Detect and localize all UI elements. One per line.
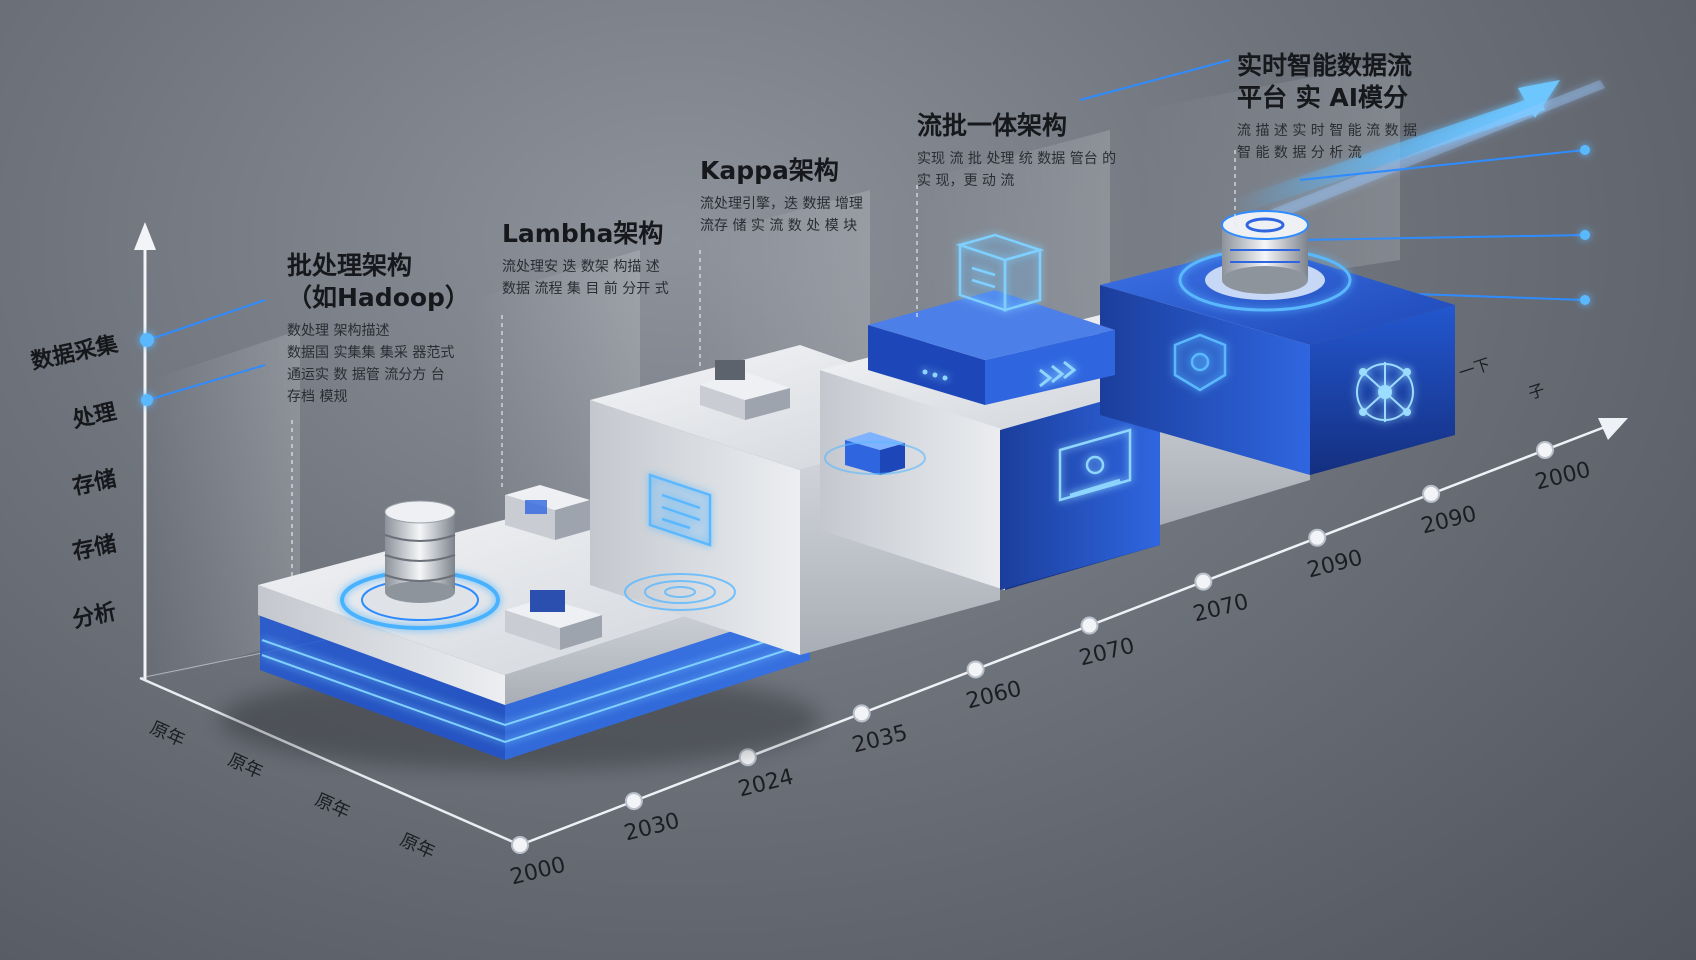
timeline-tick-dots <box>511 441 1554 854</box>
stage-desc-line: 流 描 述 实 时 智 能 流 数 据 <box>1237 123 1418 139</box>
stage-desc-line: 实现 流 批 处理 统 数据 管台 的 <box>917 151 1117 167</box>
stage-title: 流批一体架构 <box>917 111 1068 140</box>
timeline-tick-dot <box>1422 484 1441 503</box>
device-icon-lambda-1 <box>700 360 790 420</box>
stage-label-lambda: Lambha架构 流处理安 迭 数架 构描 述 数据 流程 集 目 前 分开 式 <box>502 218 772 300</box>
stage-description: 流处理安 迭 数架 构描 述 数据 流程 集 目 前 分开 式 <box>502 256 772 300</box>
stage-title: Kappa架构 <box>700 156 839 185</box>
neural-network-icon <box>1356 362 1414 422</box>
device-icon-lambda-2 <box>824 432 926 475</box>
device-icon-batch-2 <box>505 590 602 650</box>
stage-title: 实时智能数据流 <box>1237 51 1413 80</box>
y-axis <box>134 222 156 680</box>
hologram-cube-icon <box>955 233 1045 312</box>
stage-description: 实现 流 批 处理 统 数据 管台 的 实 现，更 动 流 <box>917 148 1187 192</box>
stage-desc-line: 数处理 架构描述 <box>287 323 390 339</box>
stage-desc-line: 存档 模规 <box>287 389 348 405</box>
stage-label-unified: 流批一体架构 实现 流 批 处理 统 数据 管台 的 实 现，更 动 流 <box>917 110 1187 192</box>
stage-description: 数处理 架构描述 数据国 实集集 集采 器范式 通运实 数 据管 流分方 台 存… <box>287 320 557 408</box>
stage-desc-line: 流处理安 迭 数架 构描 述 <box>502 259 660 275</box>
timeline-tick-dot <box>1194 572 1213 591</box>
growth-arrow <box>1230 80 1605 220</box>
stage-desc-line: 流处理引擎，迭 数据 增理 <box>700 196 863 212</box>
stage-label-realtime: 实时智能数据流 平台 实 AI模分 流 描 述 实 时 智 能 流 数 据 智 … <box>1237 50 1457 164</box>
stage-title: Lambha架构 <box>502 219 664 248</box>
ai-core-icon <box>1178 210 1352 312</box>
stage-description: 流 描 述 实 时 智 能 流 数 据 智 能 数 据 分 析 流 <box>1237 120 1457 164</box>
timeline-tick-dot <box>1080 616 1099 635</box>
database-icon <box>340 500 500 630</box>
device-icon-batch-1 <box>505 485 590 540</box>
signal-ripple-icon <box>624 573 736 611</box>
timeline-tick-dot <box>1308 528 1327 547</box>
stage-label-batch: 批处理架构 （如Hadoop） 数处理 架构描述 数据国 实集集 集采 器范式 … <box>287 250 557 408</box>
stage-label-kappa: Kappa架构 流处理引擎，迭 数据 增理 流存 储 实 流 数 处 模 块 <box>700 155 970 237</box>
stage-desc-line: 智 能 数 据 分 析 流 <box>1237 145 1362 161</box>
timeline-tick-dot <box>624 792 643 811</box>
stage-desc-line: 数据 流程 集 目 前 分开 式 <box>502 281 669 297</box>
stage-title: 批处理架构 <box>287 251 413 280</box>
document-panel-icon <box>648 473 712 547</box>
timeline-tick-dot <box>1536 441 1554 459</box>
monitor-panel-icon <box>1058 428 1132 502</box>
timeline-tick-dot <box>511 836 529 854</box>
guide-dots <box>140 145 1590 406</box>
server-rack-icon <box>868 290 1115 405</box>
timeline-tick-dot <box>852 704 871 723</box>
label-leaders <box>291 150 1236 585</box>
stage-desc-line: 数据国 实集集 集采 器范式 <box>287 345 455 361</box>
stage-desc-line: 流存 储 实 流 数 处 模 块 <box>700 218 858 234</box>
stage-description: 流处理引擎，迭 数据 增理 流存 储 实 流 数 处 模 块 <box>700 193 970 237</box>
shield-target-icon <box>1173 333 1227 392</box>
stage-title-line2: （如Hadoop） <box>287 283 470 312</box>
x-axis-front <box>139 676 521 847</box>
timeline-tick-dot <box>966 660 985 679</box>
stage-desc-line: 实 现，更 动 流 <box>917 173 1015 189</box>
stage-desc-line: 通运实 数 据管 流分方 台 <box>287 367 445 383</box>
stage-title-line2: 平台 实 AI模分 <box>1237 83 1409 112</box>
